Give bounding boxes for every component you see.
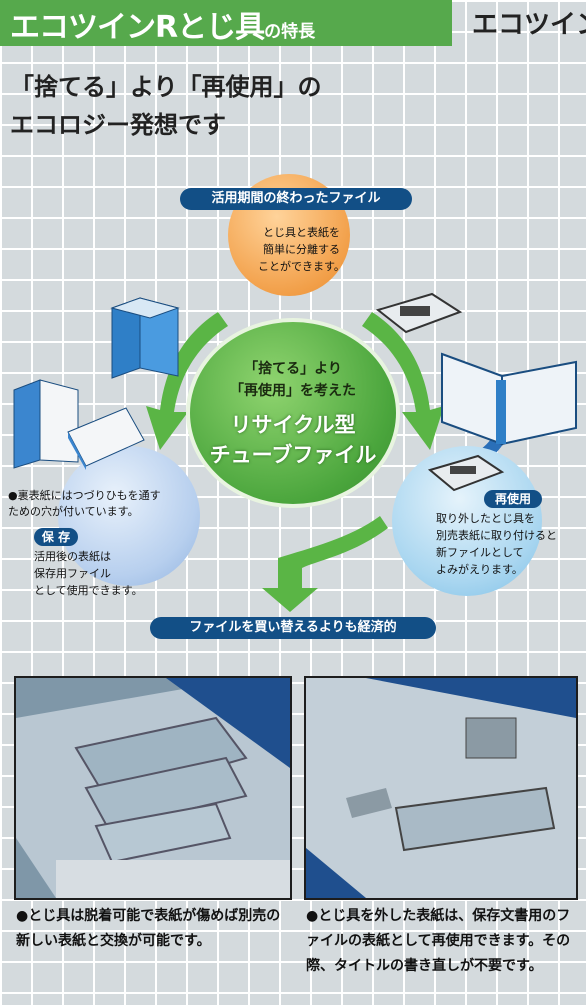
header-bar: エコツインRとじ具の特長 (0, 0, 452, 46)
center-lead: 「捨てる」より 「再使用」を考えた (230, 361, 356, 399)
storage-text: 活用後の表紙は 保存用ファイル として使用できます。 (34, 550, 143, 597)
next-section-title: エコツイン (472, 10, 586, 40)
caption-right: ●とじ具を外した表紙は、保存文書用のファイルの表紙として再使用できます。その際、… (306, 908, 571, 974)
caption-left: ●とじ具は脱着可能で表紙が傷めば別売の新しい表紙と交換が可能です。 (16, 908, 281, 949)
binder-illustration-upright (110, 297, 180, 379)
page-title: エコツインRとじ具の特長 (10, 10, 316, 45)
reuse-text: 取り外したとじ具を 別売表紙に取り付けると 新ファイルとして よみがえります。 (436, 512, 557, 576)
center-title: リサイクル型 チューブファイル (209, 413, 377, 467)
lead-heading: 「捨てる」より「再使用」の エコロジー発想です (10, 68, 322, 144)
binder-hardware-illustration-bottom (427, 454, 505, 492)
binder-hardware-illustration-top (375, 292, 463, 334)
label-ended-file: 活用期間の終わったファイル (180, 188, 412, 210)
label-storage: 保 存 (34, 528, 78, 546)
top-bubble-text: とじ具と表紙を 簡単に分離する ことができます。 (258, 226, 345, 273)
bubble-storage (58, 446, 200, 586)
photo-detachable-hardware (14, 676, 292, 900)
lead-line-1: 「捨てる」より「再使用」の (10, 73, 322, 101)
photo-cover-reuse (304, 676, 578, 900)
arrow-to-storage (146, 312, 228, 450)
storage-note: ●裏表紙にはつづりひもを通す ための穴が付いています。 (8, 489, 161, 518)
binder-cover-illustration (441, 352, 577, 446)
binder-illustration-open (13, 379, 145, 470)
arrow-to-reuse (362, 312, 444, 450)
arrow-to-economy (262, 516, 388, 612)
label-economical: ファイルを買い替えるよりも経済的 (150, 617, 436, 639)
center-circle (186, 318, 400, 508)
lead-line-2: エコロジー発想です (10, 111, 226, 139)
label-reuse: 再使用 (484, 490, 542, 508)
